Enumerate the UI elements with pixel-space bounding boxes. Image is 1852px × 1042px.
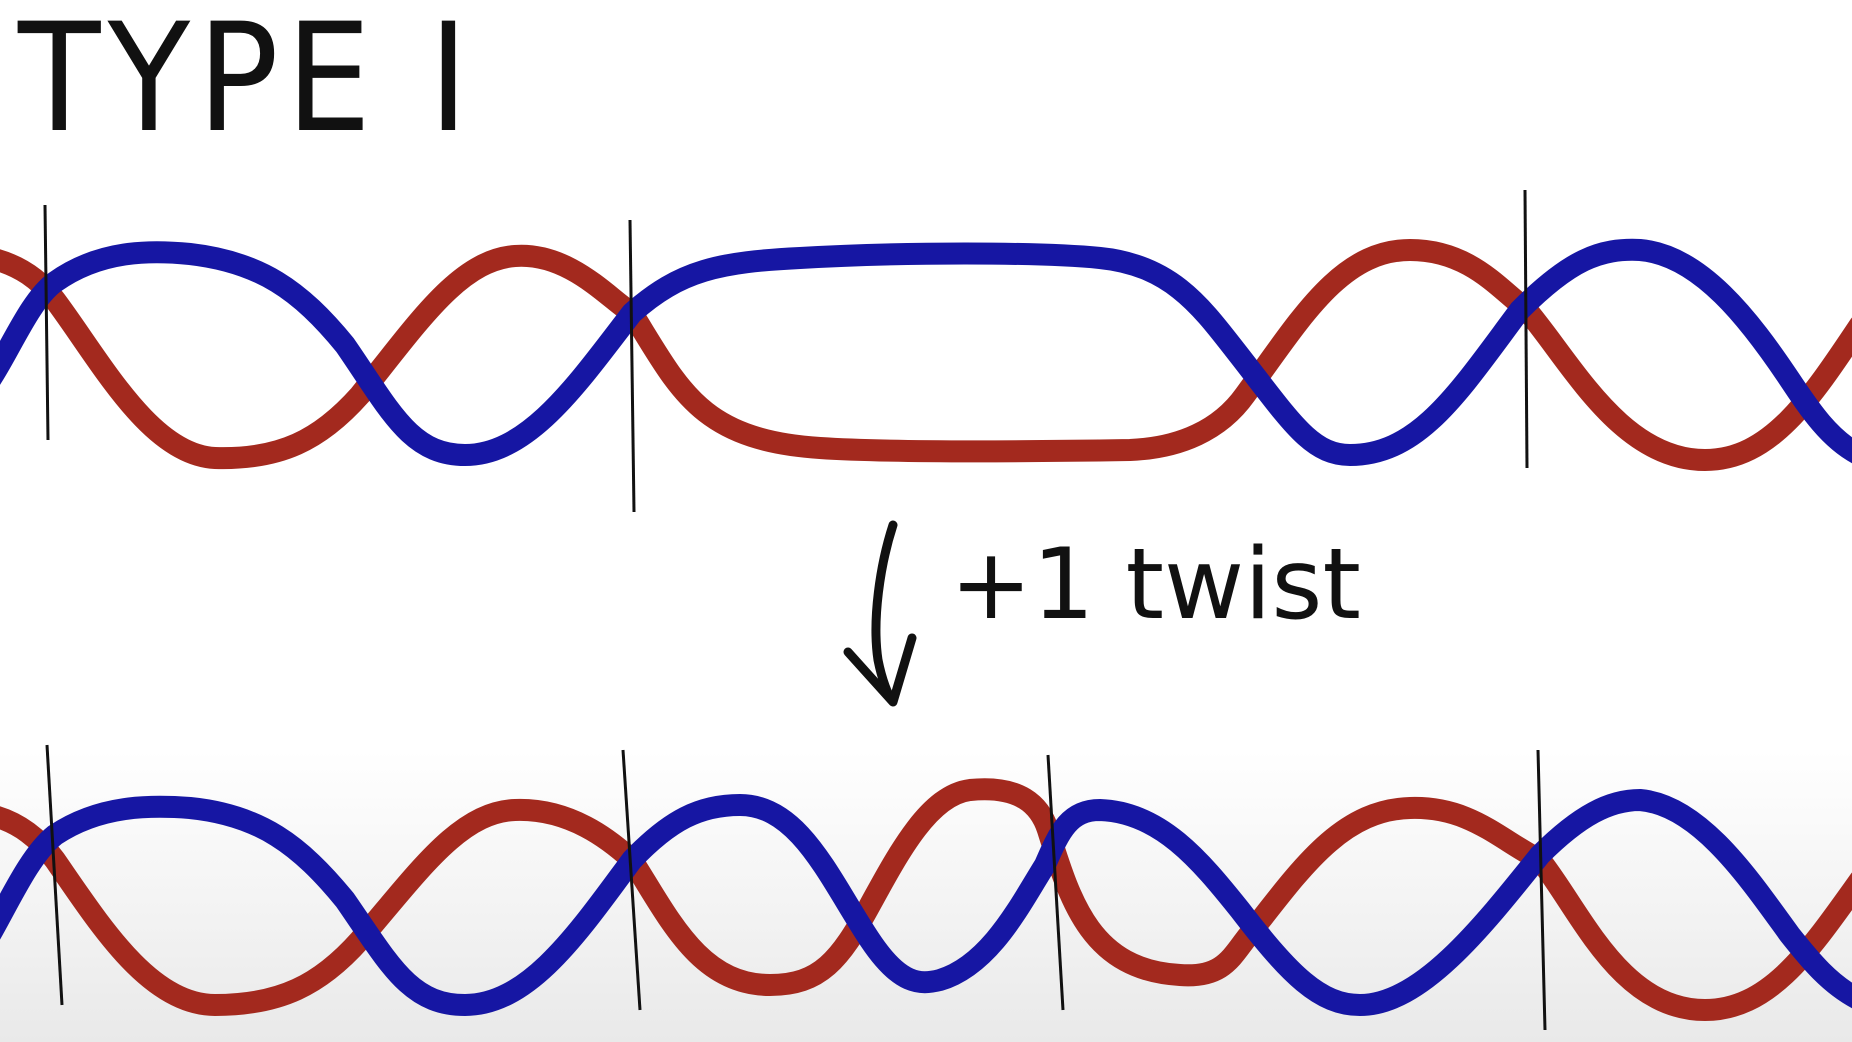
bottom-red-strand bbox=[0, 778, 1852, 1022]
top-red-strand bbox=[0, 238, 1852, 472]
bottom-marker-2 bbox=[621, 749, 642, 1011]
twist-annotation: +1 twist bbox=[950, 528, 1361, 642]
top-blue-strand bbox=[0, 238, 1852, 467]
bottom-blue-strand bbox=[0, 788, 1852, 1017]
bottom-marker-4 bbox=[1536, 749, 1547, 1031]
top-marker-2 bbox=[628, 219, 636, 513]
top-marker-3 bbox=[1523, 189, 1529, 469]
top-marker-1 bbox=[43, 204, 50, 441]
bottom-marker-3 bbox=[1046, 754, 1065, 1011]
down-arrow-icon bbox=[843, 520, 917, 707]
bottom-marker-1 bbox=[45, 744, 64, 1006]
diagram-title: TYPE I bbox=[18, 0, 476, 166]
